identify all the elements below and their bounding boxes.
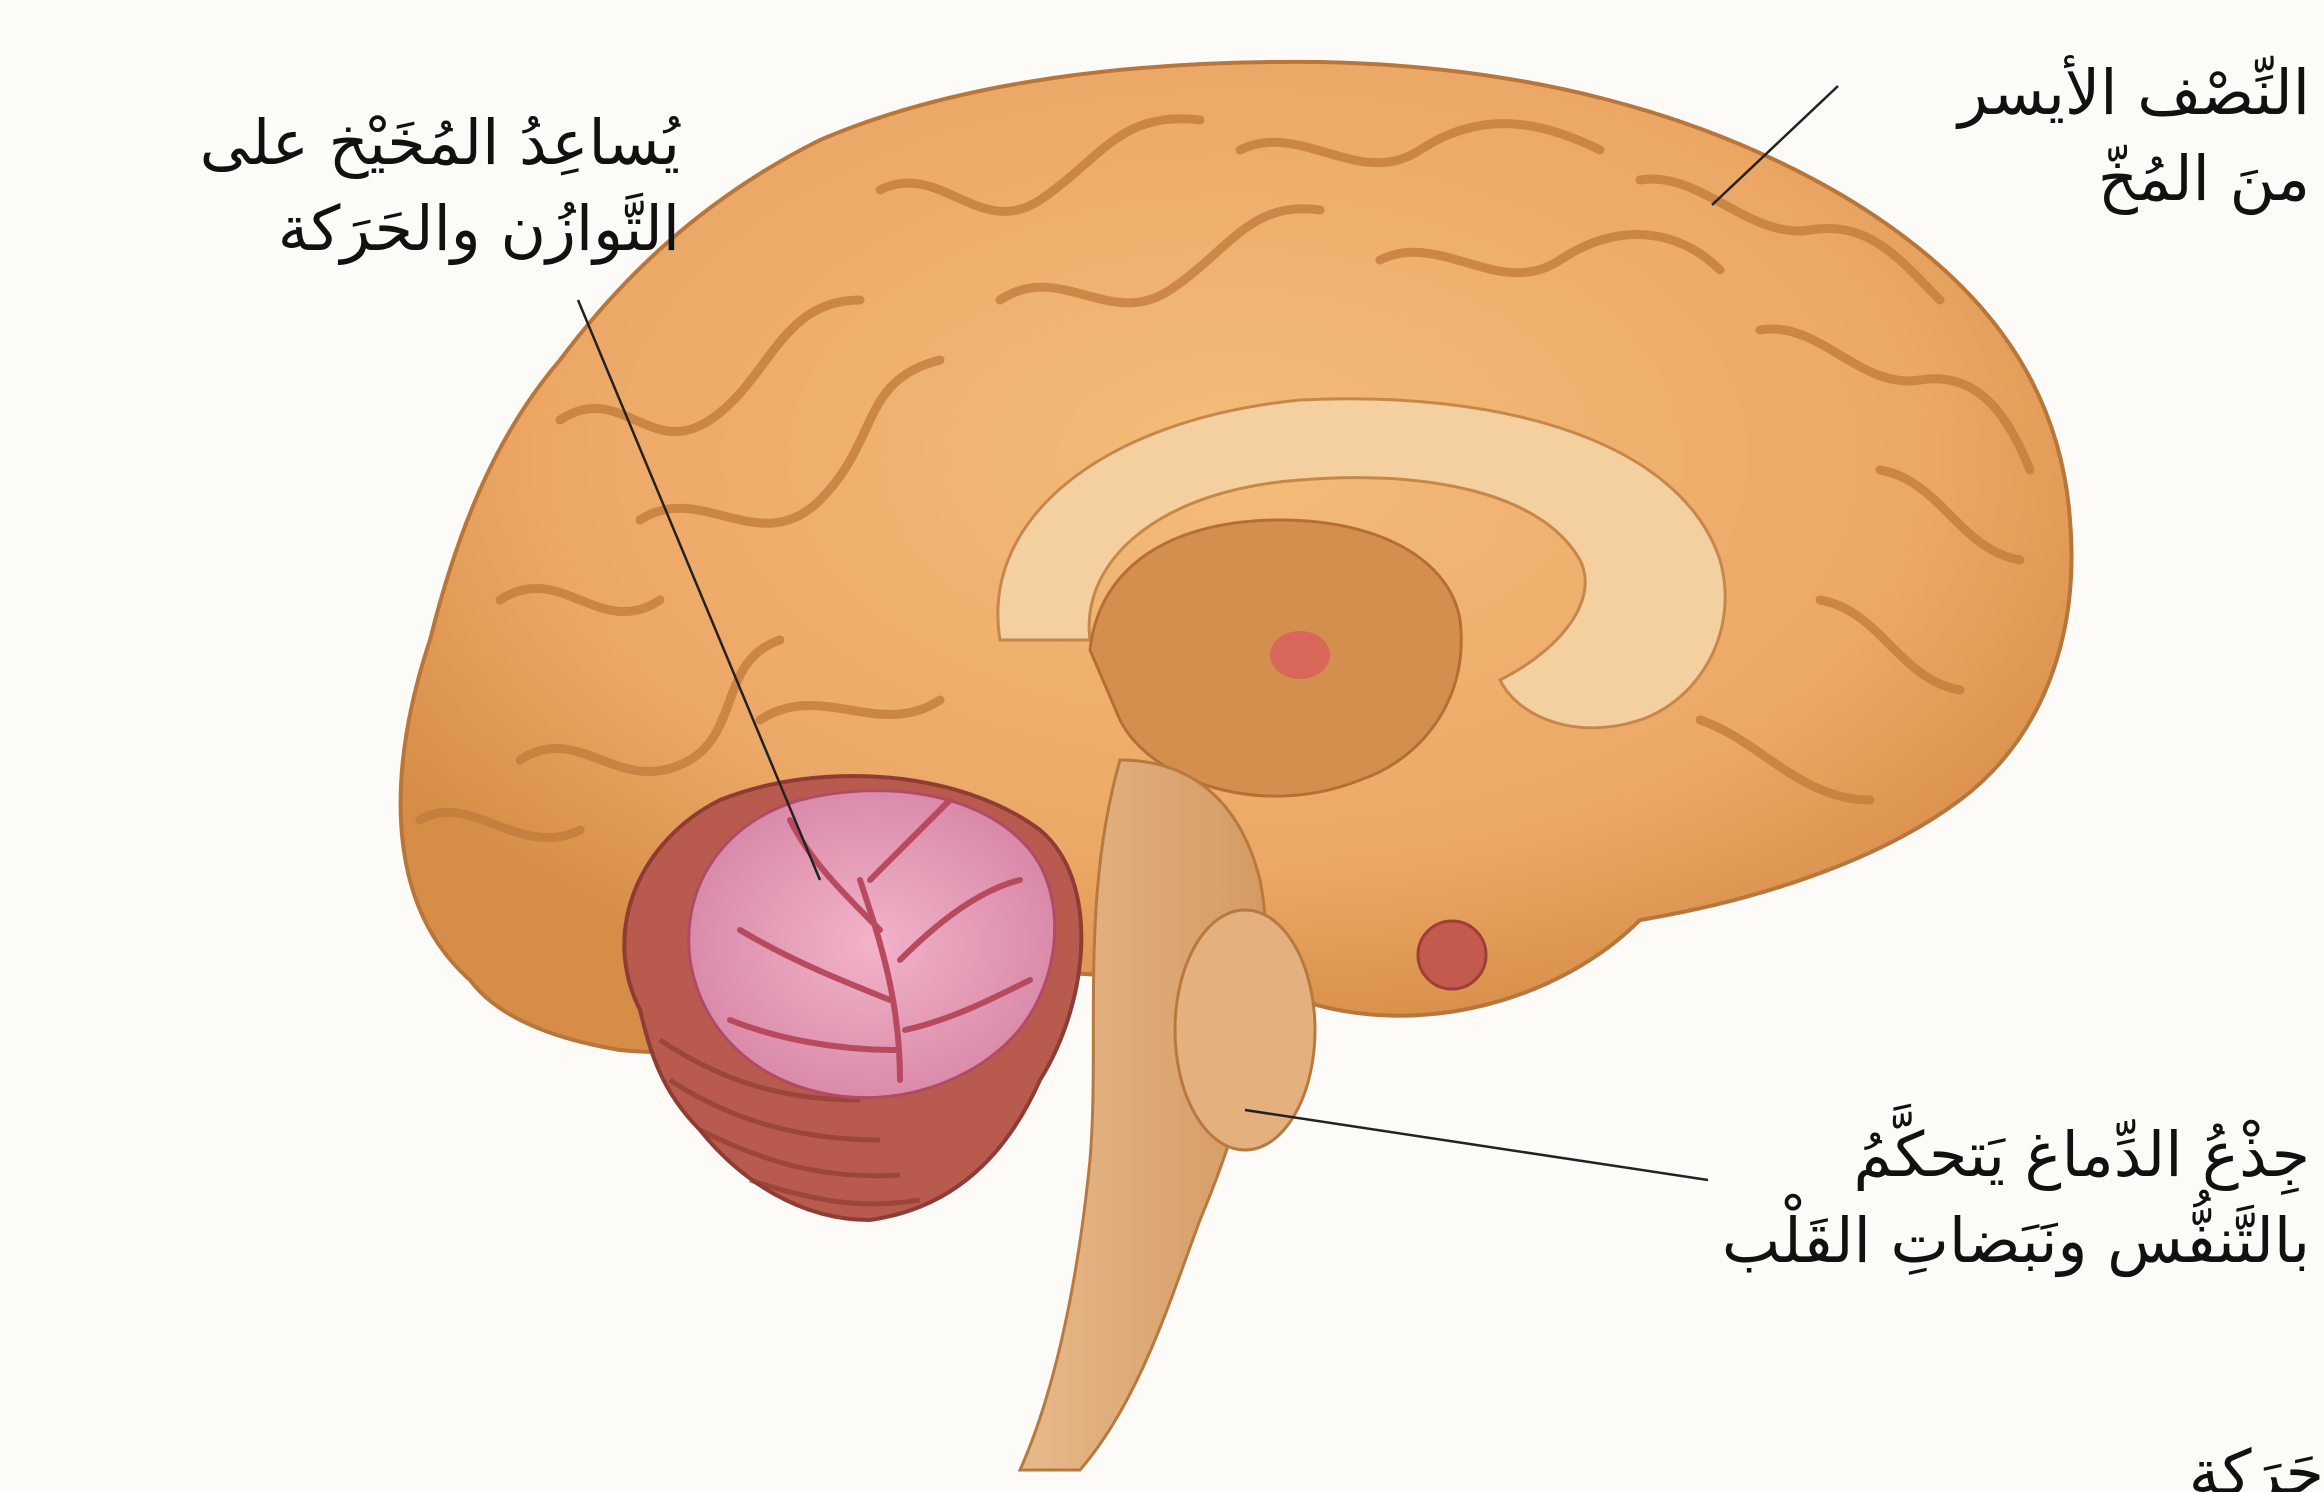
left-hemisphere-label-line1: النِّصْف الأيسر — [1720, 50, 2310, 136]
brainstem-label: جِذْعُ الدِّماغ يَتحكَّمُ بالتَّنفُّس ون… — [1600, 1112, 2310, 1284]
cerebellum-label-line1: يُساعِدُ المُخَيْخ على — [0, 100, 680, 186]
pineal-spot — [1270, 631, 1330, 679]
left-hemisphere-label: النِّصْف الأيسر منَ المُخّ — [1720, 50, 2310, 222]
cropped-text-fragment: حَرَكة — [2160, 1430, 2324, 1492]
brainstem-label-line2: بالتَّنفُّس ونَبَضاتِ القَلْب — [1600, 1198, 2310, 1284]
pituitary — [1418, 921, 1486, 989]
pons — [1175, 910, 1315, 1150]
cerebellum-label-line2: التَّوازُن والحَرَكة — [0, 186, 680, 272]
left-hemisphere-label-line2: منَ المُخّ — [1720, 136, 2310, 222]
cerebellum-label: يُساعِدُ المُخَيْخ على التَّوازُن والحَر… — [0, 100, 680, 272]
brainstem-label-line1: جِذْعُ الدِّماغ يَتحكَّمُ — [1600, 1112, 2310, 1198]
